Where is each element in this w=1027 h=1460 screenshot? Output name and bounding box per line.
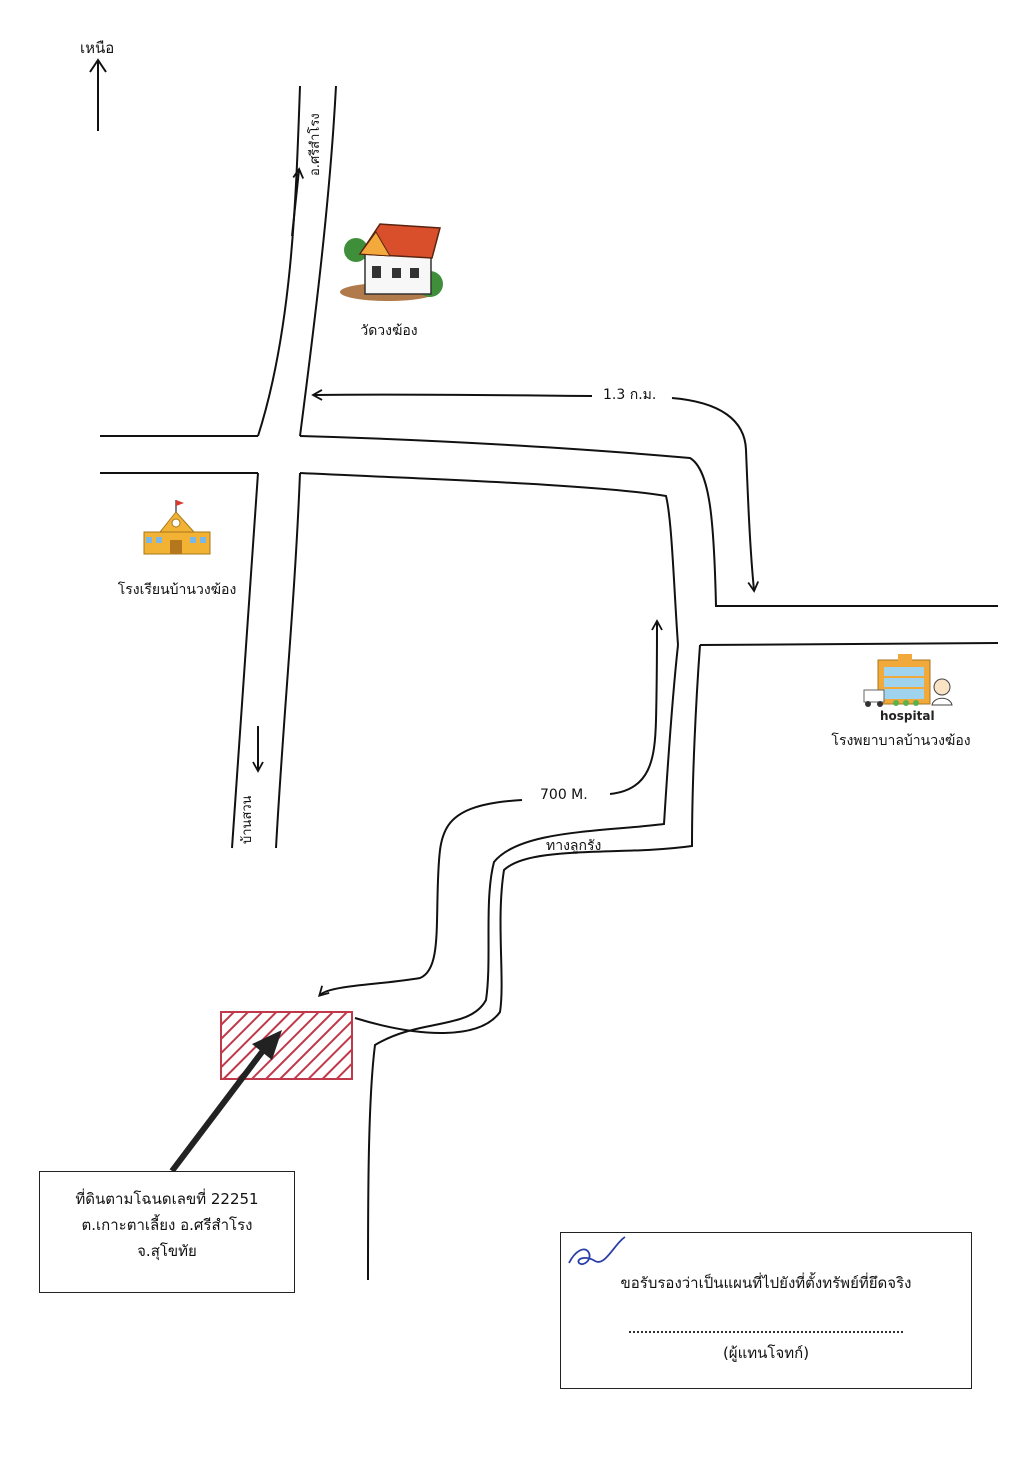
temple-label: วัดวงฆ้อง [360, 323, 418, 339]
distance-lane-route: 700 M. [540, 787, 588, 803]
hospital-label: โรงพยาบาลบ้านวงฆ้อง [831, 733, 971, 749]
hospital-sign: hospital [880, 709, 935, 723]
hospital-icon [863, 654, 953, 707]
signature-icon [568, 1236, 626, 1266]
parcel-deed-line: ที่ดินตามโฉนดเลขที่ 22251 [75, 1190, 259, 1208]
parcel-box: ที่ดินตามโฉนดเลขที่ 22251 ต.เกาะตาเลี้ยง… [39, 1171, 295, 1293]
signature-line [629, 1331, 903, 1333]
lane-label: ทางลูกรัง [546, 838, 602, 854]
main-road [231, 85, 337, 849]
parcel-province-line: จ.สุโขทัย [137, 1242, 197, 1260]
north-label: เหนือ [80, 39, 115, 57]
certification-role: (ผู้แทนโจทก์) [722, 1344, 810, 1362]
certification-text: ขอรับรองว่าเป็นแผนที่ไปยังที่ตั้งทรัพย์ท… [620, 1274, 912, 1292]
certification-box: ขอรับรองว่าเป็นแผนที่ไปยังที่ตั้งทรัพย์ท… [560, 1232, 972, 1389]
school-icon [143, 500, 211, 555]
south-road-label: บ้านสวน [240, 795, 255, 844]
route-arrows [252, 167, 760, 998]
school-label: โรงเรียนบ้านวงฆ้อง [117, 582, 237, 598]
north-road-label: อ.ศรีสำโรง [308, 113, 323, 176]
distance-temple-route: 1.3 ก.ม. [603, 387, 657, 403]
pointer-arrow-icon [169, 1030, 282, 1173]
east-west-road [100, 435, 999, 646]
land-parcel [220, 1011, 353, 1080]
north-arrow-icon [89, 58, 107, 131]
temple-icon [340, 223, 443, 301]
parcel-subdistrict-line: ต.เกาะตาเลี้ยง อ.ศรีสำโรง [81, 1216, 253, 1234]
lane-road [354, 644, 701, 1281]
